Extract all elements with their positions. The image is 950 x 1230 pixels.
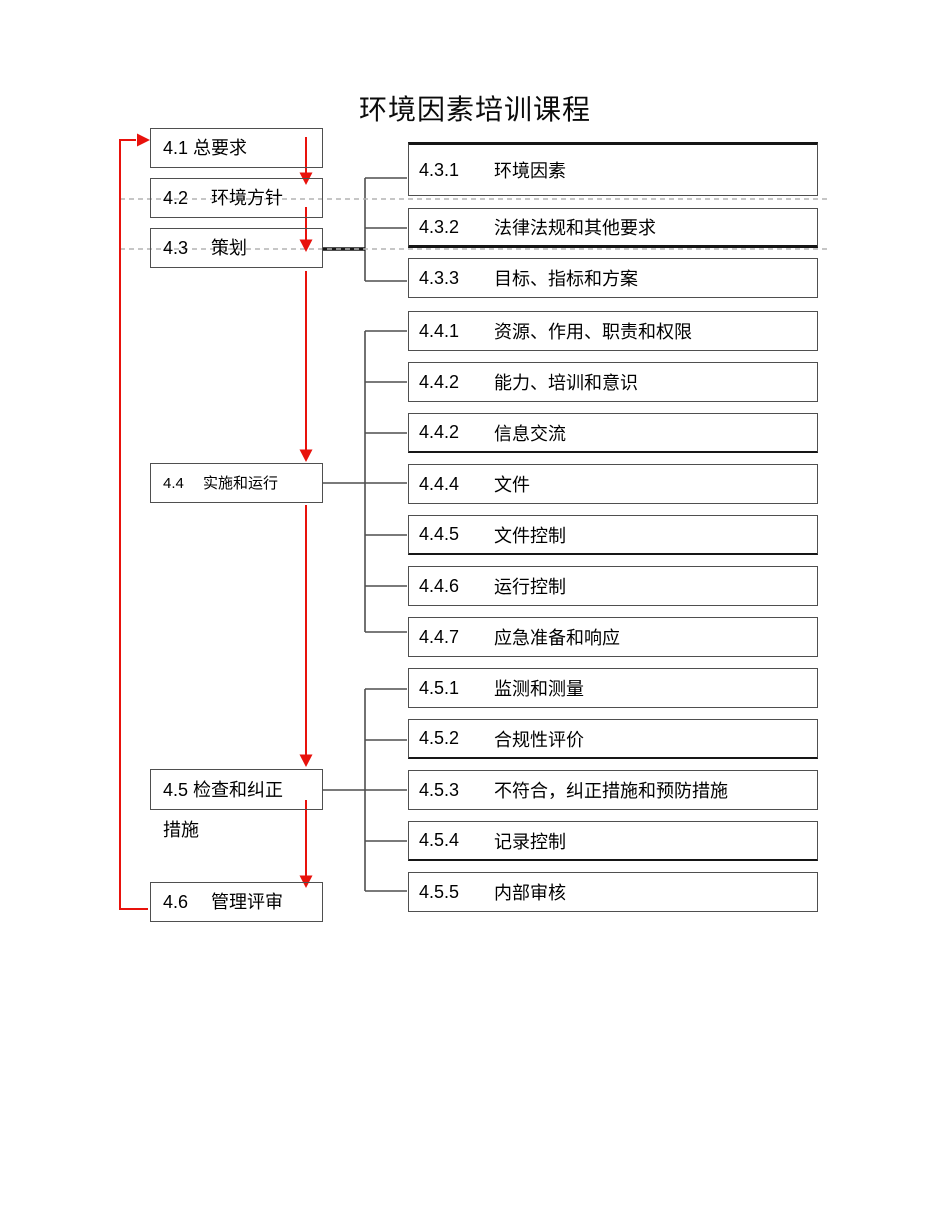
subnode-number: 4.4.7 (419, 626, 460, 647)
subnode-label: 资源、作用、职责和权限 (494, 322, 692, 342)
subnode-number: 4.3.3 (419, 267, 460, 288)
flow-arrow-4-4-to-4-5 (299, 505, 313, 767)
flow-arrow-4-5-to-4-6 (299, 800, 313, 888)
subnode-4-3-3: 4.3.3 目标、指标和方案 (408, 258, 818, 298)
subnode-number: 4.5.3 (419, 779, 460, 800)
feedback-loop-arrow (119, 133, 150, 910)
subnode-label: 目标、指标和方案 (494, 269, 638, 289)
subnode-label: 法律法规和其他要求 (494, 218, 656, 238)
subnode-number: 4.4.6 (419, 575, 460, 596)
subnode-4-5-4: 4.5.4 记录控制 (408, 821, 818, 861)
subnode-number: 4.5.5 (419, 881, 460, 902)
node-4-1-general-requirements: 4.1 总要求 (150, 128, 323, 168)
subnode-label: 文件 (494, 475, 530, 495)
node-label: 4.1 总要求 (163, 138, 248, 158)
node-label: 4.2 环境方针 (163, 188, 284, 208)
subnode-4-3-2: 4.3.2 法律法规和其他要求 (408, 208, 818, 248)
bracket-4-4 (323, 330, 407, 633)
subnode-number: 4.3.1 (419, 159, 460, 180)
node-label: 4.5 检查和纠正 (163, 779, 284, 800)
subnode-4-4-4: 4.4.4 文件 (408, 464, 818, 504)
subnode-number: 4.4.4 (419, 473, 460, 494)
subnode-number: 4.4.5 (419, 524, 460, 544)
subnode-label: 信息交流 (494, 423, 566, 444)
subnode-number: 4.3.2 (419, 216, 460, 237)
subnode-4-5-2: 4.5.2 合规性评价 (408, 719, 818, 759)
dashed-guide-lines (120, 198, 828, 250)
node-label: 4.3 策划 (163, 238, 248, 258)
subnode-number: 4.5.4 (419, 830, 460, 850)
subnode-number: 4.5.2 (419, 728, 460, 748)
subnode-label: 内部审核 (494, 883, 566, 903)
node-label: 4.4 实施和运行 (163, 474, 279, 492)
subnode-4-4-2-competence: 4.4.2 能力、培训和意识 (408, 362, 818, 402)
subnode-number: 4.4.2 (419, 422, 460, 442)
subnode-4-3-1: 4.3.1 环境因素 (408, 142, 818, 196)
node-4-2-environmental-policy: 4.2 环境方针 (150, 178, 323, 218)
subnode-4-5-3: 4.5.3 不符合，纠正措施和预防措施 (408, 770, 818, 810)
subnode-label: 记录控制 (494, 831, 566, 852)
subnode-label: 应急准备和响应 (494, 628, 620, 648)
subnode-4-4-1: 4.4.1 资源、作用、职责和权限 (408, 311, 818, 351)
subnode-4-5-1: 4.5.1 监测和测量 (408, 668, 818, 708)
bracket-4-5 (323, 688, 407, 892)
node-label: 4.6 管理评审 (163, 892, 284, 912)
node-4-6-management-review: 4.6 管理评审 (150, 882, 323, 922)
subnode-label: 文件控制 (494, 525, 566, 546)
subnode-number: 4.4.1 (419, 320, 460, 341)
subnode-4-4-5: 4.4.5 文件控制 (408, 515, 818, 555)
subnode-number: 4.4.2 (419, 371, 460, 392)
flow-arrow-4-3-to-4-4 (299, 271, 313, 462)
node-4-3-planning: 4.3 策划 (150, 228, 323, 268)
subnode-number: 4.5.1 (419, 677, 460, 698)
subnode-label: 运行控制 (494, 577, 566, 597)
subnode-label: 能力、培训和意识 (494, 373, 638, 393)
bracket-4-3 (364, 177, 407, 282)
node-label-overflow-line: 措施 (163, 820, 199, 840)
node-4-5-checking-corrective-action: 4.5 检查和纠正 措施 (150, 769, 323, 840)
node-4-4-implementation-operation: 4.4 实施和运行 (150, 463, 323, 503)
subnode-4-4-2-communication: 4.4.2 信息交流 (408, 413, 818, 453)
flow-arrows (299, 137, 313, 888)
subnode-label: 环境因素 (494, 161, 566, 181)
flow-arrow-4-2-to-4-3 (299, 207, 313, 252)
subnode-4-4-6: 4.4.6 运行控制 (408, 566, 818, 606)
subnode-4-5-5: 4.5.5 内部审核 (408, 872, 818, 912)
page-title: 环境因素培训课程 (358, 95, 591, 126)
subnode-label: 合规性评价 (494, 729, 584, 750)
subnode-label: 监测和测量 (494, 679, 584, 699)
subnode-4-4-7: 4.4.7 应急准备和响应 (408, 617, 818, 657)
subnode-label: 不符合，纠正措施和预防措施 (494, 781, 728, 801)
